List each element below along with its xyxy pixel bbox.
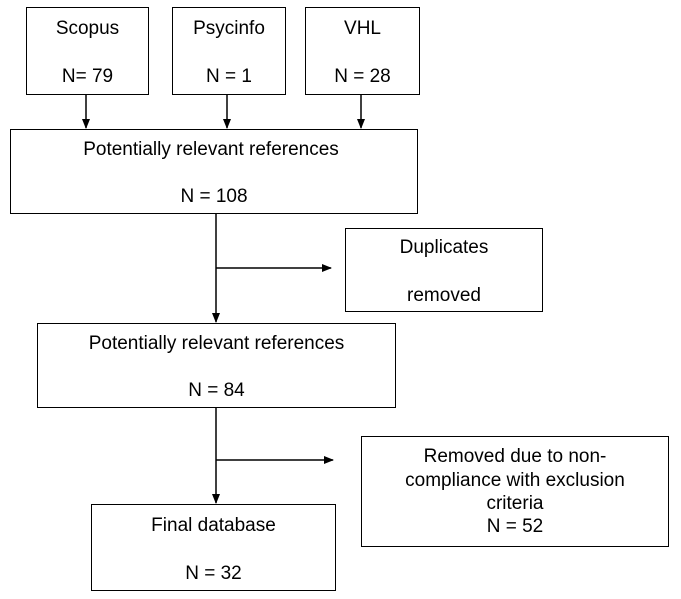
box-count: N = 52 <box>486 516 544 537</box>
relevant-references-box-2: Potentially relevant references N = 84 <box>37 323 396 408</box>
source-box-psycinfo: Psycinfo N = 1 <box>172 7 286 95</box>
box-label-line1: Removed due to non- <box>423 446 607 467</box>
box-count: N = 32 <box>185 563 242 584</box>
source-box-scopus: Scopus N= 79 <box>26 7 149 95</box>
box-count: N = 108 <box>180 186 248 207</box>
box-label: Final database <box>151 515 276 536</box>
box-label-line1: Duplicates <box>399 237 489 258</box>
box-count: N = 84 <box>188 380 245 401</box>
source-box-vhl: VHL N = 28 <box>305 7 420 95</box>
box-label: Potentially relevant references <box>83 139 339 160</box>
source-count: N= 79 <box>61 66 114 87</box>
source-count: N = 1 <box>206 66 252 87</box>
final-database-box: Final database N = 32 <box>91 504 336 591</box>
box-label-line2: compliance with exclusion <box>405 470 625 491</box>
box-label-line2: removed <box>407 285 481 306</box>
box-label-line3: criteria <box>486 493 544 514</box>
duplicates-removed-box: Duplicates removed <box>345 228 543 312</box>
relevant-references-box-1: Potentially relevant references N = 108 <box>10 129 418 214</box>
source-name: Psycinfo <box>193 18 265 39</box>
box-label: Potentially relevant references <box>88 333 345 354</box>
source-count: N = 28 <box>334 66 391 87</box>
exclusion-criteria-box: Removed due to non- compliance with excl… <box>361 436 669 547</box>
source-name: Scopus <box>55 18 120 39</box>
source-name: VHL <box>344 18 381 39</box>
